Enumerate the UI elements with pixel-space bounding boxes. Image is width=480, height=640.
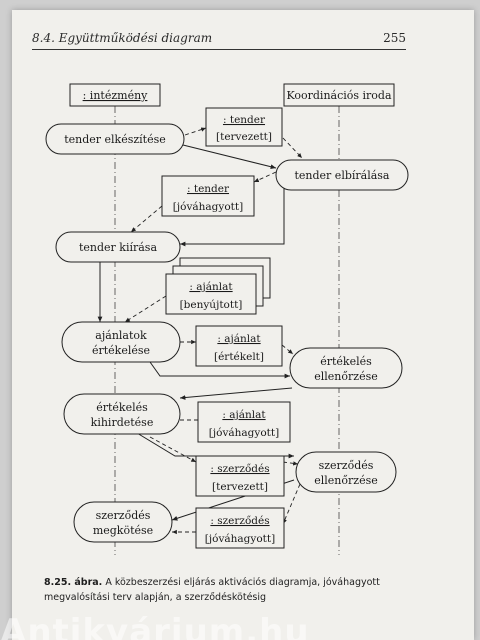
object-ajanlat-benyujtott: : ajánlat [benyújtott] — [165, 257, 271, 315]
svg-text:: ajánlat: : ajánlat — [217, 333, 261, 345]
activity-szerzodes-ellenorzese: szerződés ellenőrzése — [295, 451, 397, 493]
objflow-ajanlat-ertekelt-to-ellenorzes — [281, 344, 294, 355]
svg-text:tender elbírálása: tender elbírálása — [294, 169, 389, 182]
object-tender-jovahagyott: : tender [jóváhagyott] — [161, 175, 255, 217]
svg-text:[jóváhagyott]: [jóváhagyott] — [173, 201, 243, 213]
svg-text:[jóváhagyott]: [jóváhagyott] — [209, 427, 279, 439]
svg-text:tender kiírása: tender kiírása — [79, 241, 157, 254]
svg-text:értékelés: értékelés — [96, 401, 148, 414]
svg-text:[tervezett]: [tervezett] — [216, 131, 272, 143]
object-szerzodes-jovahagyott: : szerződés [jóváhagyott] — [195, 507, 285, 549]
activity-diagram: : intézmény Koordinációs iroda tender el… — [45, 83, 409, 555]
svg-text:megkötése: megkötése — [93, 524, 153, 537]
page-header: 8.4. Együttműködési diagram 255 — [32, 31, 406, 50]
activity-ajanlatok-ertekelese: ajánlatok értékelése — [61, 321, 181, 363]
activity-szerzodes-megkotese: szerződés megkötése — [73, 501, 173, 543]
svg-text:[értékelt]: [értékelt] — [214, 351, 264, 363]
flow-ellenorzes-to-kihirdetes — [179, 387, 293, 400]
svg-text:ajánlatok: ajánlatok — [95, 329, 147, 342]
svg-text:szerződés: szerződés — [96, 509, 151, 522]
activity-tender-elbiralasa: tender elbírálása — [275, 159, 409, 191]
svg-text:értékelés: értékelés — [320, 355, 372, 368]
svg-text:tender elkészítése: tender elkészítése — [64, 133, 166, 146]
svg-text:: szerződés: : szerződés — [210, 462, 269, 475]
svg-text:szerződés: szerződés — [319, 459, 374, 472]
object-ajanlat-ertekelt: : ajánlat [értékelt] — [195, 325, 283, 367]
svg-text:: szerződés: : szerződés — [210, 514, 269, 527]
svg-text:: ajánlat: : ajánlat — [222, 409, 266, 421]
watermark: Antikvárium.hu — [0, 612, 310, 640]
flow-ertekeles-to-ellenorzes — [149, 361, 290, 379]
svg-text:: tender: : tender — [223, 114, 266, 126]
page-number: 255 — [383, 31, 406, 45]
svg-text:ellenőrzése: ellenőrzése — [314, 474, 377, 487]
swimlane-header-koordinacios-iroda: Koordinációs iroda — [283, 83, 395, 107]
activity-tender-kiirasa: tender kiírása — [55, 231, 181, 263]
objflow-szerzodes-tervezett-to-ellenorzes — [282, 461, 299, 466]
objflow-ellenorzes-to-szerzodes-jovahagyott — [282, 483, 301, 525]
flow-elkeszites-to-elbiralas — [182, 144, 277, 170]
objflow-elkeszites-to-tender-tervezett — [184, 127, 207, 136]
swimlane-label-intezmeny: : intézmény — [83, 89, 149, 102]
objflow-kihirdetes-to-szerzodes-tervezett — [149, 436, 197, 463]
svg-text:[jóváhagyott]: [jóváhagyott] — [205, 533, 275, 545]
object-ajanlat-jovahagyott: : ajánlat [jóváhagyott] — [197, 401, 291, 443]
objflow-elbiralas-to-tender-jovahagyott — [253, 171, 277, 183]
object-szerzodes-tervezett: : szerződés [tervezett] — [195, 455, 285, 497]
activity-ertekeles-ellenorzese: értékelés ellenőrzése — [289, 347, 403, 389]
objflow-tender-jovahagyott-to-kiiras — [130, 205, 163, 233]
svg-text:[tervezett]: [tervezett] — [212, 481, 268, 493]
svg-text:ellenőrzése: ellenőrzése — [314, 370, 377, 383]
figure-label: 8.25. ábra. — [44, 577, 103, 588]
flow-elbiralas-to-kiiras — [180, 188, 285, 247]
svg-text:: tender: : tender — [187, 183, 230, 195]
swimlane-header-intezmeny: : intézmény — [69, 83, 161, 107]
objflow-tender-tervezett-to-elbiralas — [282, 137, 303, 159]
activity-tender-elkeszitese: tender elkészítése — [45, 123, 185, 155]
figure-caption: 8.25. ábra. A közbeszerzési eljárás akti… — [44, 575, 394, 605]
svg-text:értékelése: értékelése — [92, 344, 150, 357]
activity-ertekeles-kihirdetese: értékelés kihirdetése — [63, 393, 181, 435]
svg-text:: ajánlat: : ajánlat — [189, 281, 233, 293]
objflow-ajanlat-benyujtott-to-ertekeles — [124, 295, 167, 323]
figure-caption-text: A közbeszerzési eljárás aktivációs diagr… — [44, 577, 380, 603]
swimlane-label-koordinacios-iroda: Koordinációs iroda — [286, 89, 392, 102]
section-title: 8.4. Együttműködési diagram — [32, 31, 213, 45]
object-tender-tervezett: : tender [tervezett] — [205, 107, 283, 147]
svg-text:kihirdetése: kihirdetése — [91, 416, 154, 429]
svg-text:[benyújtott]: [benyújtott] — [180, 299, 243, 311]
